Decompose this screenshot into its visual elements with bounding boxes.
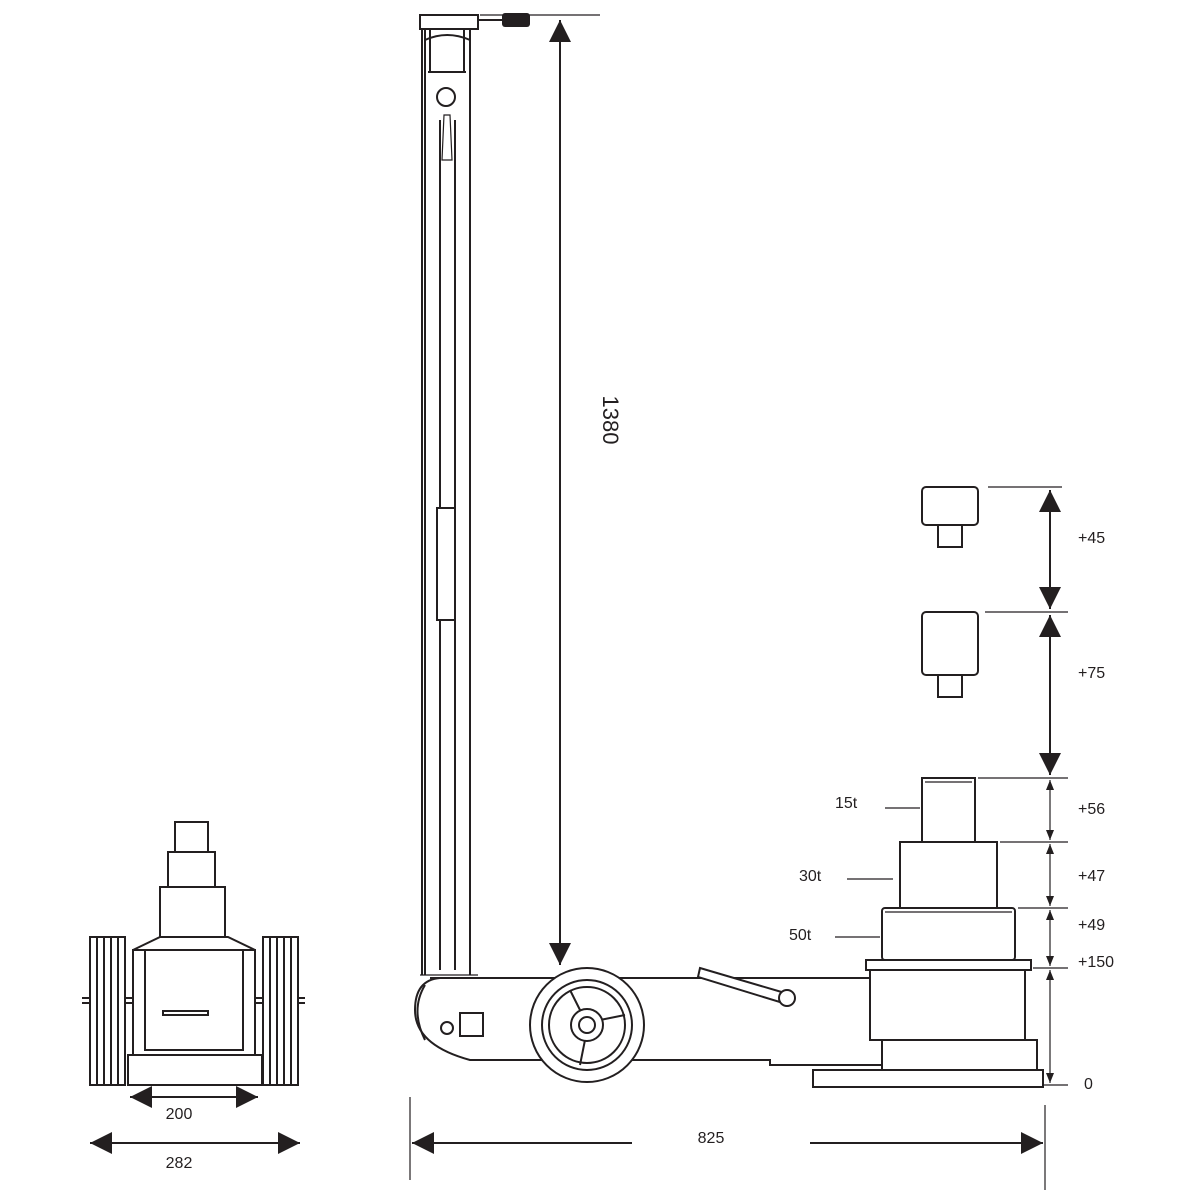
- ext75-label: +75: [1078, 665, 1105, 682]
- capacity-50t: 50t: [789, 927, 812, 944]
- handle-sleeve: [436, 507, 456, 621]
- ram-stack: [812, 777, 1044, 1088]
- right-wheel: [262, 936, 299, 1086]
- stage49-label: +49: [1078, 917, 1105, 934]
- stage47-label: +47: [1078, 868, 1105, 885]
- stage56-label: +56: [1078, 801, 1105, 818]
- length-label: 825: [698, 1130, 725, 1147]
- stage150-label: +150: [1078, 954, 1114, 971]
- outer-width-label: 282: [166, 1155, 193, 1172]
- chassis: [413, 966, 906, 1083]
- stroke-dimensions: +45 +75 +56 +47 +49 +150 0: [978, 486, 1114, 1093]
- release-knob-icon: [436, 87, 456, 107]
- release-lever: [696, 966, 796, 1007]
- capacity-15t: 15t: [835, 795, 858, 812]
- handle-grip-knob: [502, 13, 530, 27]
- height-dimension: 1380: [480, 14, 623, 965]
- zero-label: 0: [1084, 1076, 1093, 1093]
- height-label: 1380: [598, 396, 623, 445]
- handle: [419, 13, 530, 975]
- length-dimension: 825: [409, 1097, 1046, 1190]
- ext45-label: +45: [1078, 530, 1105, 547]
- pivot-icon: [440, 1021, 454, 1035]
- front-view: 200 282: [82, 821, 305, 1172]
- capacity-labels: 15t 30t 50t: [789, 795, 920, 944]
- extension-pieces: [921, 486, 979, 698]
- wheel: [529, 967, 645, 1083]
- left-wheel: [89, 936, 126, 1086]
- capacity-30t: 30t: [799, 868, 822, 885]
- inner-width-label: 200: [166, 1106, 193, 1123]
